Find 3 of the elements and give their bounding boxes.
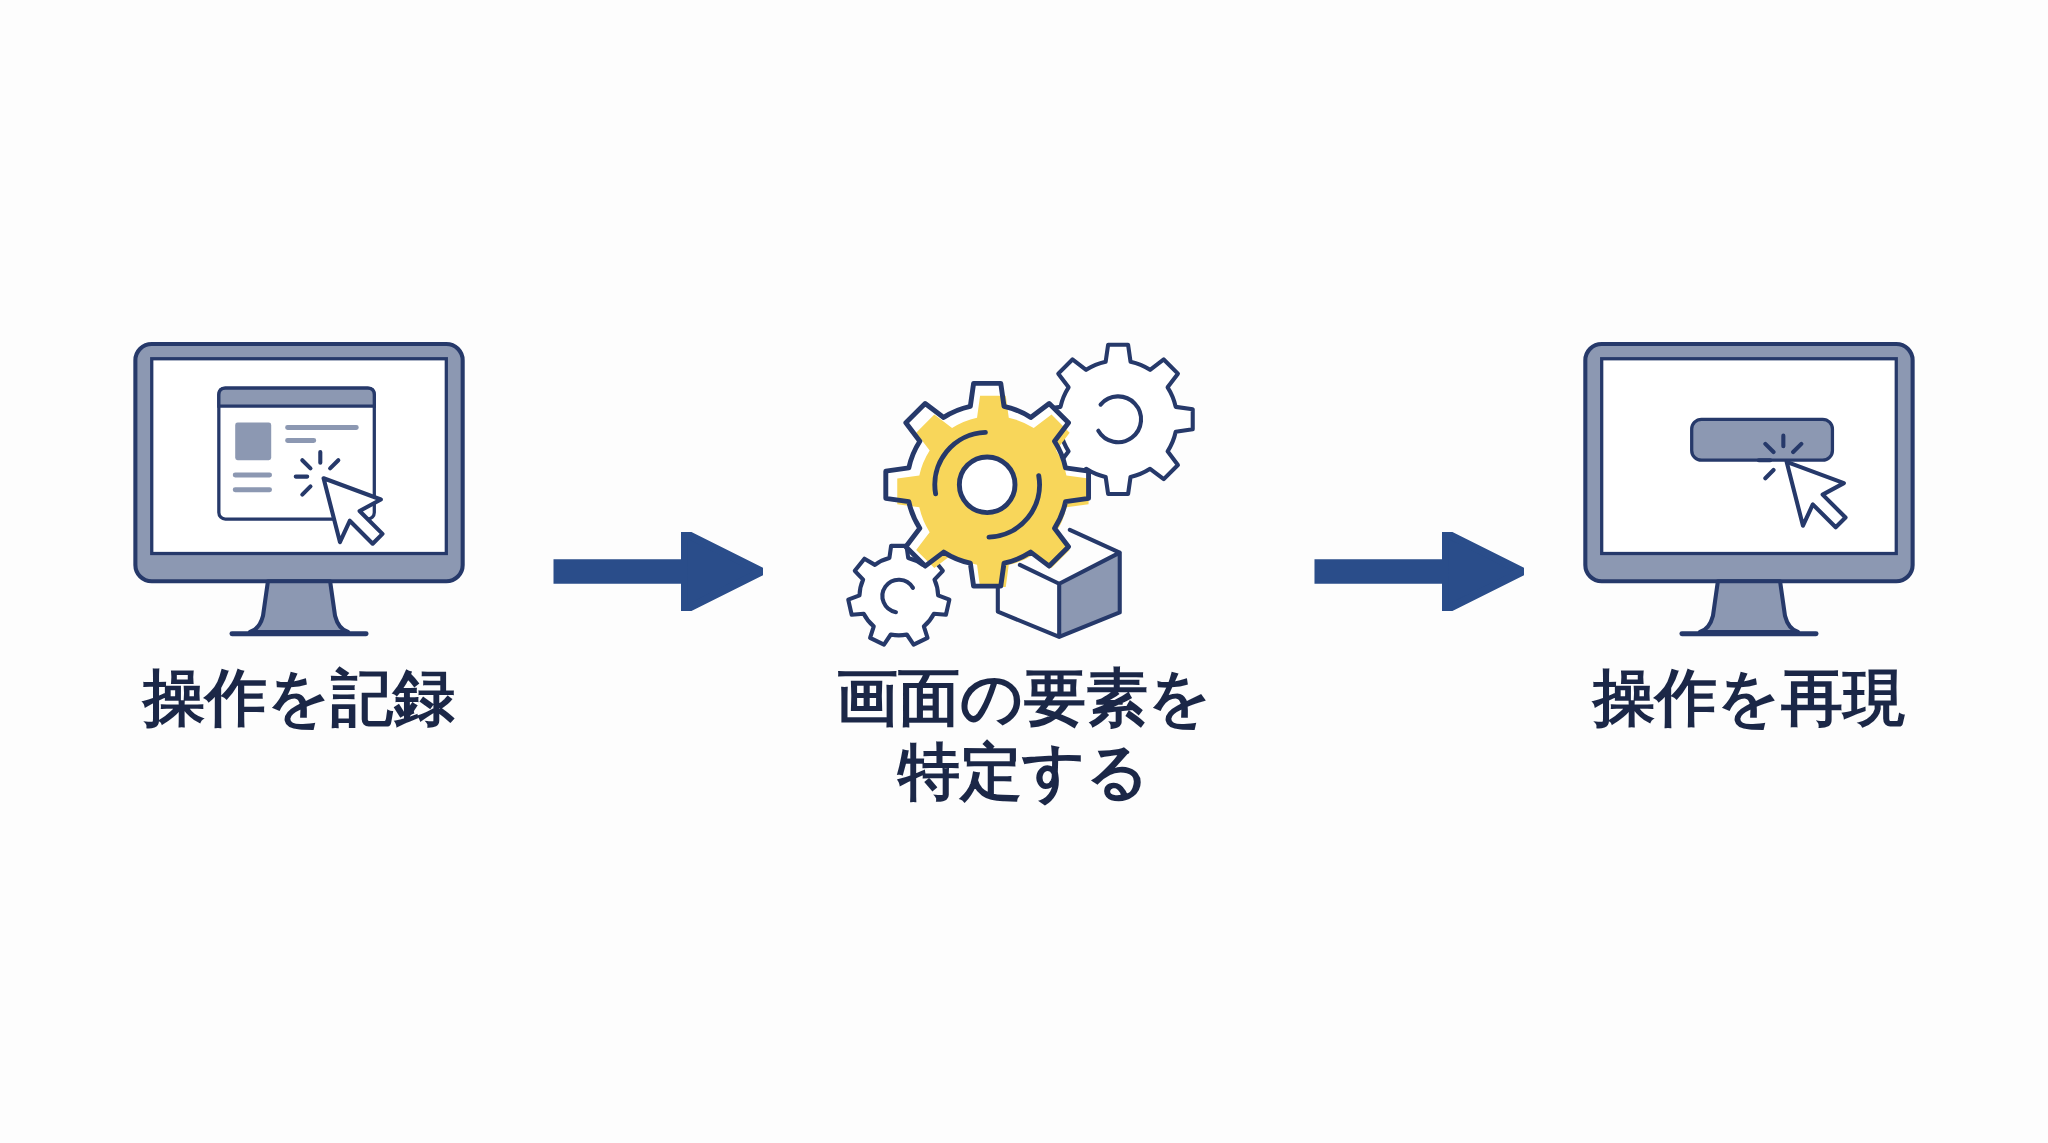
node-text: 操作を再現: [1592, 660, 1906, 734]
node-text: 操作を記録: [142, 660, 456, 734]
node-text: 画面の要素を特定する: [835, 660, 1213, 809]
